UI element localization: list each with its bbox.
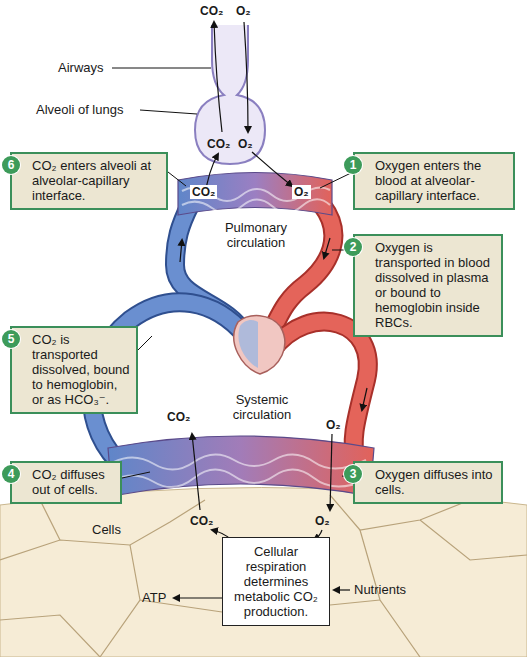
leader-line bbox=[168, 172, 186, 186]
capillary-mesh bbox=[114, 454, 366, 487]
gas-label: O₂ bbox=[236, 4, 251, 18]
gas-label: O₂ bbox=[238, 137, 253, 151]
cell-outline bbox=[420, 520, 527, 560]
callout-box: Oxygen enters the blood at alveolar-capi… bbox=[353, 152, 515, 210]
callout-number: 2 bbox=[344, 238, 362, 256]
leader-line bbox=[112, 68, 211, 69]
arrow bbox=[252, 152, 292, 186]
callout-number: 6 bbox=[2, 156, 20, 174]
process-box: Cellular respiration determines metaboli… bbox=[222, 537, 330, 626]
cell-outline bbox=[0, 615, 100, 657]
gas-label: O₂ bbox=[315, 514, 330, 528]
box-text: CO₂ diffuses out of cells. bbox=[32, 467, 114, 497]
cell-outline bbox=[100, 545, 140, 657]
cell-outline bbox=[40, 500, 60, 540]
callout-number: 4 bbox=[2, 465, 20, 483]
arrow bbox=[214, 22, 222, 132]
systemic-capillaries bbox=[108, 436, 374, 496]
box-text: Oxygen enters the blood at alveolar-capi… bbox=[375, 158, 507, 203]
pulmonary-capillaries bbox=[178, 173, 332, 216]
gas-label: CO₂ bbox=[207, 137, 230, 151]
leader-lines bbox=[112, 68, 353, 478]
gas-label: CO₂ bbox=[190, 514, 213, 528]
callout-box: CO₂ enters alveoli at alveolar-capillary… bbox=[10, 152, 168, 210]
arrow bbox=[244, 22, 248, 132]
arrow bbox=[334, 589, 350, 590]
circulation-name: Pulmonary circulation bbox=[214, 220, 298, 250]
gas-label: CO₂ bbox=[190, 185, 217, 199]
leader-line bbox=[140, 110, 197, 114]
heart bbox=[234, 316, 285, 374]
capillary-line bbox=[114, 469, 366, 487]
capillary-line bbox=[182, 199, 330, 213]
part-name: ATP bbox=[142, 590, 166, 605]
callout-box: CO₂ is transported dissolved, bound to h… bbox=[10, 326, 138, 414]
callout-number: 3 bbox=[344, 465, 362, 483]
gas-label: O₂ bbox=[292, 185, 311, 199]
cell-outline bbox=[0, 500, 205, 560]
callout-box: Oxygen is transported in blood dissolved… bbox=[353, 234, 503, 337]
flow-arrow bbox=[362, 388, 367, 410]
cell-outline bbox=[330, 600, 380, 605]
part-name: Alveoli of lungs bbox=[36, 102, 123, 117]
circulation-name: Systemic circulation bbox=[220, 392, 304, 422]
cell-tissue bbox=[0, 488, 527, 657]
cell-outlines bbox=[0, 495, 527, 657]
box-text: CO₂ is transported dissolved, bound to h… bbox=[32, 332, 130, 407]
heart-right-side bbox=[238, 320, 258, 368]
gas-label: CO₂ bbox=[200, 4, 223, 18]
callout-box: Oxygen diffuses into cells. bbox=[353, 461, 503, 504]
capillary-line bbox=[114, 454, 366, 469]
gas-arrows bbox=[93, 22, 367, 598]
callout-number: 5 bbox=[2, 330, 20, 348]
box-text: Cellular respiration determines metaboli… bbox=[228, 544, 324, 619]
part-name: Airways bbox=[58, 60, 104, 75]
box-text: CO₂ enters alveoli at alveolar-capillary… bbox=[32, 158, 160, 203]
leader-line bbox=[320, 172, 353, 188]
gas-label: O₂ bbox=[324, 418, 343, 432]
leader-line bbox=[138, 336, 152, 350]
arrow bbox=[192, 434, 200, 510]
flow-arrow bbox=[324, 238, 330, 258]
box-text: Oxygen diffuses into cells. bbox=[375, 467, 495, 497]
part-name: Nutrients bbox=[354, 582, 406, 597]
leader-line bbox=[122, 472, 150, 478]
alveolus bbox=[195, 25, 265, 164]
arrow bbox=[174, 597, 222, 598]
gas-label: CO₂ bbox=[165, 410, 192, 424]
flow-arrow bbox=[180, 240, 182, 262]
callout-box: CO₂ diffuses out of cells. bbox=[10, 461, 122, 504]
part-name: Cells bbox=[92, 522, 121, 537]
callout-number: 1 bbox=[344, 156, 362, 174]
arrow bbox=[330, 434, 332, 510]
box-text: Oxygen is transported in blood dissolved… bbox=[375, 240, 495, 330]
